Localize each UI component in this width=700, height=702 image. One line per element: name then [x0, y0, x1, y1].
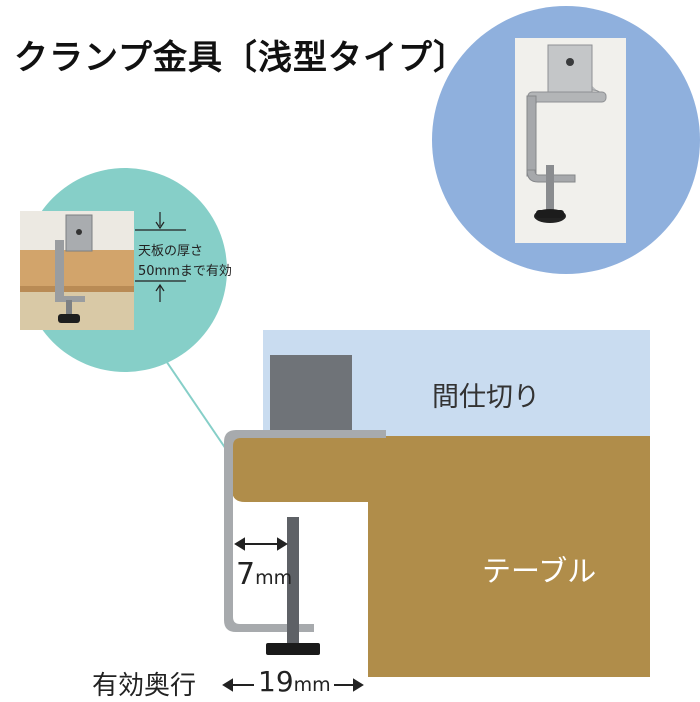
gap-dimension-label: 7mm	[236, 557, 292, 592]
page-title: クランプ金具〔浅型タイプ〕	[14, 38, 468, 78]
depth-dimension-label: 19mm	[258, 665, 331, 698]
table-label: テーブル	[482, 554, 597, 588]
depth-unit: mm	[293, 674, 331, 696]
clamp	[224, 355, 386, 655]
gap-unit: mm	[255, 567, 293, 589]
gap-arrow	[234, 537, 288, 551]
depth-arrows	[222, 678, 364, 692]
thickness-arrows	[135, 212, 186, 302]
depth-value: 19	[258, 665, 294, 698]
partition-label: 間仕切り	[432, 382, 540, 413]
thickness-label-line1: 天板の厚さ	[138, 244, 204, 259]
depth-label: 有効奥行	[92, 671, 197, 701]
leader-line	[159, 351, 231, 456]
table	[232, 436, 650, 677]
product-photo	[515, 38, 626, 243]
gap-value: 7	[236, 557, 256, 592]
thickness-label-line2: 50mmまで有効	[138, 264, 232, 279]
detail-photo	[20, 211, 134, 330]
